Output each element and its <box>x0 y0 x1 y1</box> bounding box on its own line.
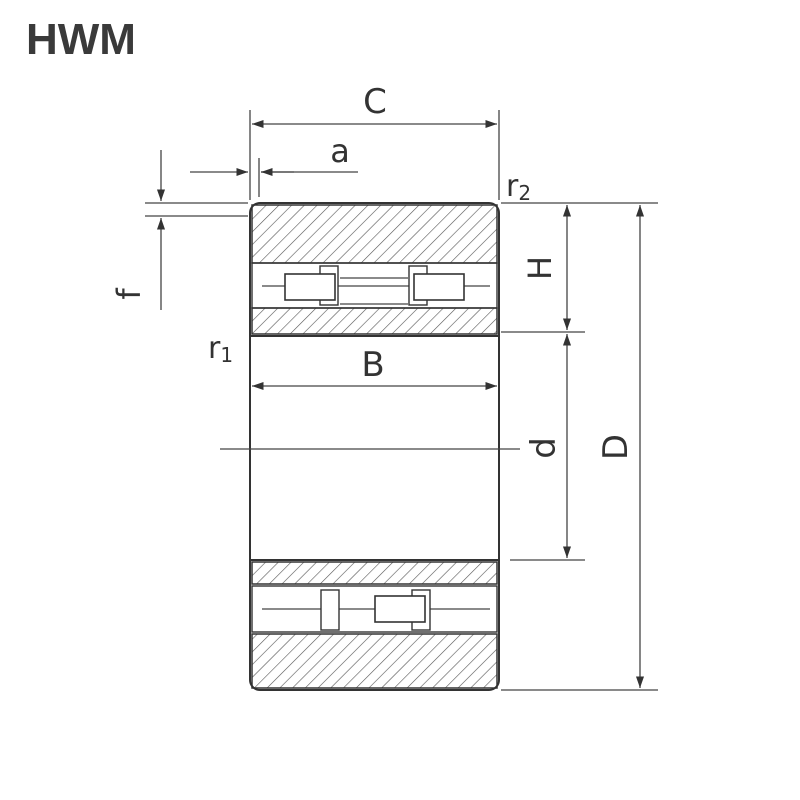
label-f: f <box>110 288 148 300</box>
roller-2 <box>413 273 465 301</box>
roller-3 <box>374 595 426 623</box>
dimension-d-small: d <box>510 334 585 561</box>
label-D: D <box>596 434 636 460</box>
page-title: HWM <box>26 15 136 64</box>
label-b: B <box>361 345 384 385</box>
label-c: C <box>363 82 387 122</box>
roller-1 <box>284 273 336 301</box>
roller-row-top <box>251 262 498 309</box>
label-r2: r2 <box>506 169 531 205</box>
label-d: d <box>524 437 564 459</box>
outer-ring-bottom <box>251 633 498 689</box>
dimension-a: a <box>190 132 358 197</box>
dimension-f: f <box>110 150 248 310</box>
inner-ring-top <box>251 307 498 335</box>
dimension-h: H <box>501 202 585 333</box>
dimension-b: B <box>252 345 497 391</box>
label-a: a <box>330 132 350 170</box>
roller-row-bottom <box>251 585 498 633</box>
inner-ring-bottom <box>251 561 498 585</box>
bearing-outline <box>249 202 500 691</box>
label-r1: r1 <box>208 331 233 367</box>
outer-ring-top <box>251 204 498 264</box>
dimension-d-large: D <box>501 202 658 691</box>
label-h: H <box>521 256 559 280</box>
dimension-c: C <box>249 82 500 200</box>
